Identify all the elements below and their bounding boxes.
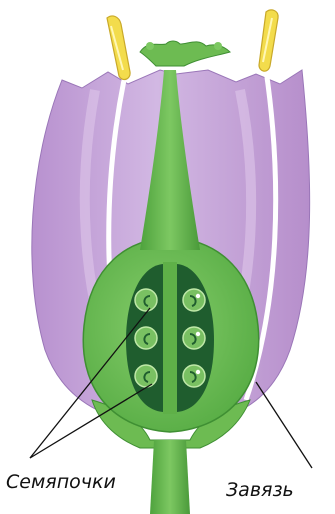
anther-left: [107, 16, 130, 79]
anther-right: [259, 10, 278, 71]
flower-stalk: [150, 440, 190, 514]
label-ovary: Завязь: [226, 479, 294, 501]
leader-line-ovary: [256, 382, 312, 468]
label-ovules: Семяпочки: [6, 471, 116, 493]
